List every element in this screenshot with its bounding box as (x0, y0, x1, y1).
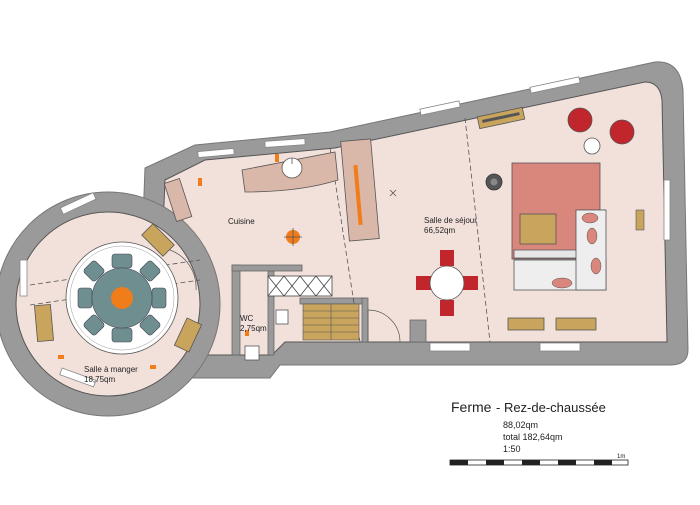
tower-bench (141, 223, 175, 257)
wc-label: WC (240, 314, 254, 323)
dining-chairs (77, 253, 167, 343)
dining-room: Salle à manger 18,75qm (34, 223, 203, 384)
staircase (302, 303, 360, 341)
plan-title: Ferme (451, 399, 492, 415)
dining-light-icon (111, 287, 133, 309)
title-block: Ferme - Rez-de-chaussée 88,02qm total 18… (449, 399, 629, 466)
armchair-left (567, 107, 593, 133)
tower-bench (173, 317, 203, 353)
round-table (429, 265, 465, 301)
low-bench (555, 317, 597, 331)
plan-scale: 1:50 (503, 444, 521, 454)
kitchen: Cuisine (163, 151, 339, 246)
side-table (583, 137, 601, 155)
red-chair (440, 300, 454, 316)
divider-cabinet (340, 138, 380, 242)
kitchen-label: Cuisine (228, 217, 255, 226)
coffee-table (519, 213, 557, 245)
plan-area: 88,02qm (503, 420, 538, 430)
living-area: 66,52qm (424, 226, 455, 235)
storage-boxes (267, 275, 333, 297)
low-bench (507, 317, 545, 331)
scale-bar-unit: 1m (617, 454, 625, 460)
dining-area: 18,75qm (84, 375, 115, 384)
living-room: Salle de séjour 66,52qm (389, 106, 645, 331)
armchair-right (609, 119, 635, 145)
plan-subtitle: - Rez-de-chaussée (496, 400, 606, 415)
interior-walls (231, 264, 427, 356)
wc: WC 2,75qm (240, 309, 289, 361)
plan-total: total 182,64qm (503, 432, 563, 442)
windows (19, 76, 671, 388)
kitchen-cabinet (163, 178, 193, 222)
red-chair (440, 250, 454, 266)
tower-door-swing (169, 249, 197, 291)
door-swing (367, 309, 401, 343)
tower-bench (34, 303, 54, 343)
red-chair (416, 276, 432, 290)
wc-area: 2,75qm (240, 324, 267, 333)
dining-label: Salle à manger (84, 365, 138, 374)
living-label: Salle de séjour (424, 216, 477, 225)
red-chair (462, 276, 478, 290)
scale-bar: 1m (449, 454, 629, 466)
